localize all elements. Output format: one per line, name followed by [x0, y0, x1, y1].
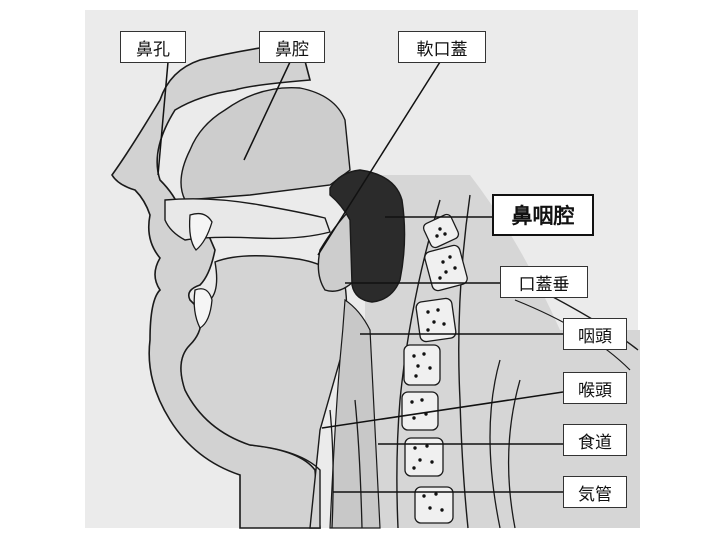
neck-back-curve [489, 359, 501, 529]
leader-nostril [157, 61, 169, 176]
label-larynx: 喉頭 [563, 372, 627, 404]
label-pharynx: 咽頭 [563, 318, 627, 350]
label-trachea: 気管 [563, 476, 627, 508]
label-esophagus: 食道 [563, 424, 627, 456]
upper-tooth [188, 212, 213, 251]
vertebra-1 [422, 213, 460, 249]
nasopharynx-highlight [329, 169, 406, 303]
trachea-line [329, 409, 334, 529]
vertebra-3 [415, 297, 457, 343]
leader-larynx [321, 391, 564, 429]
leader-soft-palate [317, 61, 441, 256]
pharynx-channel [329, 298, 381, 529]
nasal-cavity-shape [180, 86, 351, 201]
label-nasal-cavity: 鼻腔 [259, 31, 325, 63]
spine-back-line [458, 194, 471, 529]
leader-lines [157, 61, 564, 493]
vertebra-dots [410, 227, 457, 512]
label-soft-palate: 軟口蓋 [398, 31, 486, 63]
vertebra-4 [403, 344, 441, 386]
label-nostril: 鼻孔 [120, 31, 186, 63]
lower-tooth [193, 288, 213, 329]
leader-nasal-cavity [243, 61, 291, 161]
esophagus-line [354, 399, 363, 529]
head-tissue [85, 10, 300, 528]
vertebra-2 [424, 244, 468, 292]
label-nasopharynx: 鼻咽腔 [492, 194, 594, 236]
label-uvula: 口蓋垂 [500, 266, 588, 298]
neck-back-curve-2 [507, 379, 521, 529]
